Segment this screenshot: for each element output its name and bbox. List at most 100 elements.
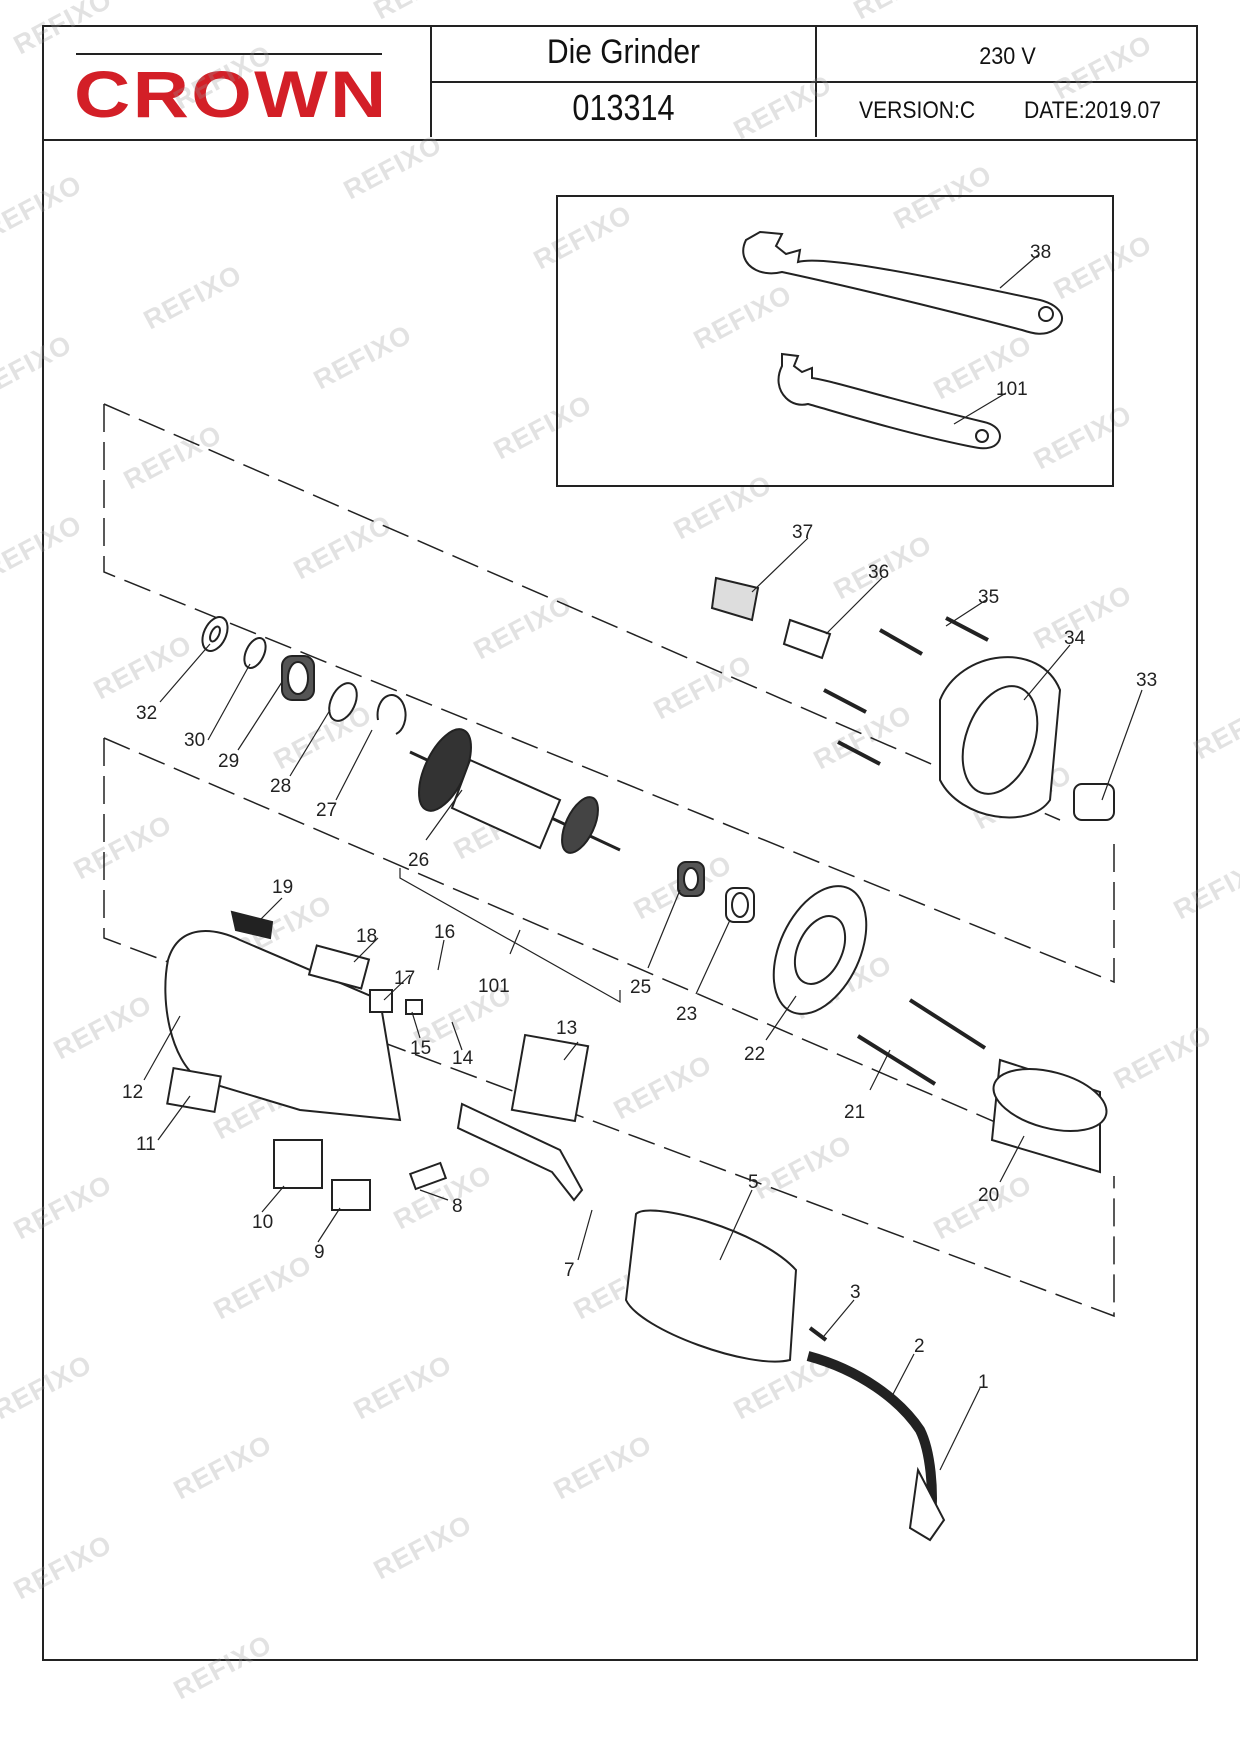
screw-34a bbox=[879, 628, 923, 656]
watermark-text: REFIXO bbox=[49, 989, 157, 1065]
label-17 bbox=[307, 944, 371, 990]
watermark-layer: REFIXO REFIXO REFIXO REFIXO REFIXO REFIXO REFI… bbox=[0, 0, 1240, 1705]
callout-25: 26 bbox=[408, 850, 429, 871]
callout-37: 38 bbox=[1030, 242, 1051, 263]
screw-20b bbox=[856, 1034, 937, 1086]
callout-18: 19 bbox=[272, 877, 293, 898]
watermark-text: REFIXO bbox=[9, 0, 117, 60]
watermark-text: REFIXO bbox=[139, 259, 247, 335]
watermark-text: REFIXO bbox=[339, 129, 447, 205]
assembly-frames bbox=[103, 403, 1115, 1318]
callout-28: 29 bbox=[218, 751, 239, 772]
o-ring-27 bbox=[328, 682, 358, 722]
callout-36: 37 bbox=[792, 522, 813, 543]
watermark-text: REFIXO bbox=[0, 1349, 97, 1425]
callout-1: 1 bbox=[978, 1372, 989, 1393]
callout-35: 36 bbox=[868, 562, 889, 583]
collet-35 bbox=[782, 618, 832, 660]
brand-logo: CROWN bbox=[52, 37, 402, 129]
watermark-text: REFIXO bbox=[169, 1629, 277, 1705]
callout-19: 20 bbox=[978, 1185, 999, 1206]
watermark-text: REFIXO bbox=[9, 1529, 117, 1605]
callout-7: 8 bbox=[452, 1196, 463, 1217]
callout-23: 25 bbox=[630, 977, 651, 998]
plate-12 bbox=[510, 1033, 590, 1123]
wrench-small bbox=[777, 352, 1001, 450]
logo-rule bbox=[76, 53, 382, 55]
callout-38: 101 bbox=[996, 379, 1028, 400]
watermark-text: REFIXO bbox=[609, 1049, 717, 1125]
callout-9: 10 bbox=[252, 1212, 273, 1233]
callout-32: 33 bbox=[1136, 670, 1157, 691]
watermark-text: REFIXO bbox=[669, 469, 777, 545]
label-10 bbox=[166, 1066, 222, 1114]
watermark-text: REFIXO bbox=[1029, 399, 1137, 475]
callout-2: 2 bbox=[914, 1336, 925, 1357]
cover-8 bbox=[331, 1179, 371, 1211]
screw-20a bbox=[908, 998, 987, 1050]
watermark-text: REFIXO bbox=[169, 39, 277, 115]
callout-8: 9 bbox=[314, 1242, 325, 1263]
armature-25 bbox=[409, 728, 621, 854]
brush-holder-16 bbox=[369, 989, 393, 1013]
watermark-text: REFIXO bbox=[269, 699, 377, 775]
washer-29 bbox=[243, 637, 267, 669]
version-label: VERSION:C bbox=[859, 97, 976, 124]
watermark-text: REFIXO bbox=[369, 0, 477, 25]
callout-11: 12 bbox=[122, 1082, 143, 1103]
callout-20: 21 bbox=[844, 1102, 865, 1123]
wrench-large bbox=[742, 230, 1064, 335]
watermark-text: REFIXO bbox=[369, 1509, 477, 1585]
watermark-text: REFIXO bbox=[929, 1169, 1037, 1245]
watermark-text: REFIXO bbox=[9, 1169, 117, 1245]
callout-29: 30 bbox=[184, 730, 205, 751]
callout-30: 32 bbox=[136, 703, 157, 724]
voltage-rating: 230 V bbox=[979, 43, 1036, 70]
watermark-text: REFIXO bbox=[1169, 849, 1240, 925]
callout-21: 22 bbox=[744, 1044, 765, 1065]
title-block: CROWN Die Grinder 013314 230 V VERSION:C… bbox=[44, 27, 1198, 141]
watermark-text: REFIXO bbox=[1049, 29, 1157, 105]
callout-34: 35 bbox=[978, 587, 999, 608]
switch-9 bbox=[273, 1139, 323, 1189]
switch-button-18 bbox=[230, 910, 274, 940]
callout-17: 18 bbox=[356, 926, 377, 947]
callout-33: 34 bbox=[1064, 628, 1086, 649]
brand-name: CROWN bbox=[74, 57, 389, 131]
callout-12: 13 bbox=[556, 1018, 577, 1039]
product-title: Die Grinder bbox=[547, 33, 700, 71]
watermark-text: REFIXO bbox=[649, 649, 757, 725]
watermark-text: REFIXO bbox=[749, 1129, 857, 1205]
callout-16: 17 bbox=[394, 968, 415, 989]
watermark-text: REFIXO bbox=[689, 279, 797, 355]
leader-lines bbox=[143, 254, 1143, 1471]
watermark-text: REFIXO bbox=[849, 0, 957, 25]
screw-34d bbox=[837, 740, 881, 766]
callout-14: 15 bbox=[410, 1038, 431, 1059]
watermark-text: REFIXO bbox=[309, 319, 417, 395]
callout-26: 27 bbox=[316, 800, 337, 821]
watermark-text: REFIXO bbox=[1189, 689, 1240, 765]
watermark-text: REFIXO bbox=[889, 159, 997, 235]
date-label: DATE:2019.07 bbox=[1024, 97, 1161, 124]
callout-13: 14 bbox=[452, 1048, 474, 1069]
watermark-text: REFIXO bbox=[729, 69, 837, 145]
watermark-text: REFIXO bbox=[119, 419, 227, 495]
watermark-text: REFIXO bbox=[209, 1249, 317, 1325]
cable-clamp-7 bbox=[408, 1161, 448, 1191]
watermark-text: REFIXO bbox=[289, 509, 397, 585]
nut-36 bbox=[710, 576, 760, 622]
callout-27: 28 bbox=[270, 776, 291, 797]
motor-housing-11 bbox=[164, 910, 402, 1122]
cable-2 bbox=[806, 1351, 937, 1531]
circlip-26 bbox=[376, 694, 407, 735]
title-row-divider bbox=[430, 81, 1198, 83]
model-number: 013314 bbox=[572, 87, 675, 128]
watermark-text: REFIXO bbox=[469, 589, 577, 665]
gear-housing-33 bbox=[939, 656, 1062, 819]
callout-labels: 38 101 37 36 35 34 33 32 30 29 28 27 26 … bbox=[122, 242, 1157, 1393]
parts bbox=[164, 576, 1115, 1542]
watermark-text: REFIXO bbox=[349, 1349, 457, 1425]
watermark-text: REFIXO bbox=[0, 169, 87, 245]
watermark-text: REFIXO bbox=[89, 629, 197, 705]
